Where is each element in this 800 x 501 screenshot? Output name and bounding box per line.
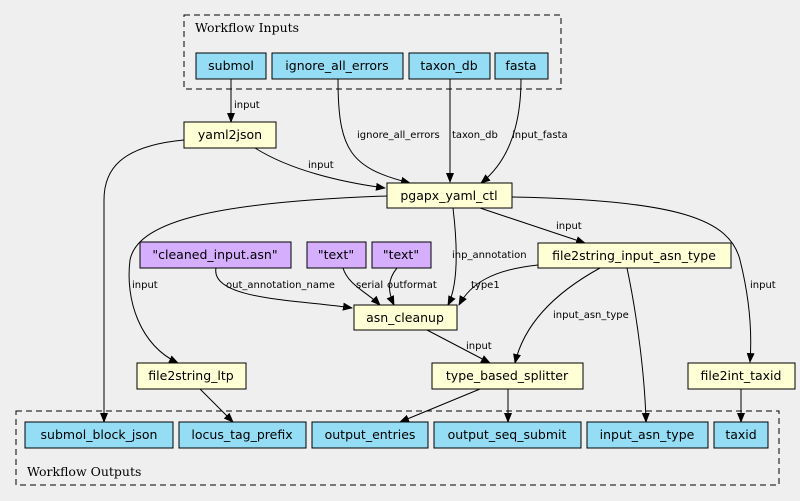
node-cleaned-input-asn[interactable]: "cleaned_input.asn" bbox=[139, 241, 292, 269]
svg-text:type_based_splitter: type_based_splitter bbox=[446, 368, 569, 383]
edge-label: input_asn_type bbox=[553, 310, 629, 321]
svg-text:submol: submol bbox=[208, 58, 254, 73]
edge-label: serial bbox=[356, 280, 383, 291]
node-submol-block-json[interactable]: submol_block_json bbox=[24, 421, 174, 449]
node-file2string-input-asn-type[interactable]: file2string_input_asn_type bbox=[537, 242, 732, 269]
node-type-based-splitter[interactable]: type_based_splitter bbox=[431, 362, 584, 390]
svg-text:pgapx_yaml_ctl: pgapx_yaml_ctl bbox=[400, 188, 497, 203]
svg-text:file2string_input_asn_type: file2string_input_asn_type bbox=[552, 248, 716, 263]
workflow-inputs-cluster: Workflow Inputs bbox=[183, 14, 562, 90]
node-ignore-all-errors[interactable]: ignore_all_errors bbox=[271, 52, 404, 80]
svg-text:submol_block_json: submol_block_json bbox=[41, 427, 158, 442]
node-taxon-db[interactable]: taxon_db bbox=[408, 52, 491, 80]
edge-pgapx-asncleanup: inp_annotation bbox=[447, 207, 527, 306]
edge-label: taxon_db bbox=[452, 130, 498, 141]
svg-text:asn_cleanup: asn_cleanup bbox=[366, 310, 444, 325]
svg-text:output_seq_submit: output_seq_submit bbox=[448, 427, 567, 442]
edge-label: type1 bbox=[471, 280, 500, 291]
svg-text:yaml2json: yaml2json bbox=[198, 127, 262, 142]
node-file2int-taxid[interactable]: file2int_taxid bbox=[687, 362, 796, 390]
edge-label: ignore_all_errors bbox=[357, 130, 440, 141]
node-input-asn-type[interactable]: input_asn_type bbox=[586, 421, 709, 449]
edge-file2string-inputasntype bbox=[626, 267, 650, 423]
edge-file2string-typesplitter: input_asn_type bbox=[513, 267, 629, 364]
edge-file2string-asncleanup: type1 bbox=[458, 264, 539, 306]
edge-yaml2json-pgapx: input bbox=[254, 147, 386, 191]
svg-text:"cleaned_input.asn": "cleaned_input.asn" bbox=[152, 247, 277, 262]
edge-label: input bbox=[750, 280, 776, 291]
node-pgapx-yaml-ctl[interactable]: pgapx_yaml_ctl bbox=[386, 182, 513, 209]
svg-text:input_asn_type: input_asn_type bbox=[600, 427, 695, 442]
svg-text:taxid: taxid bbox=[725, 427, 756, 442]
edge-text1-asncleanup: serial bbox=[342, 267, 383, 306]
svg-text:locus_tag_prefix: locus_tag_prefix bbox=[191, 427, 292, 442]
node-text-serial[interactable]: "text" bbox=[306, 241, 367, 269]
node-output-seq-submit[interactable]: output_seq_submit bbox=[433, 421, 582, 449]
edge-pgapx-file2inttaxid: input bbox=[511, 196, 776, 363]
edge-label: input bbox=[466, 341, 492, 352]
workflow-inputs-label: Workflow Inputs bbox=[195, 20, 299, 35]
svg-text:taxon_db: taxon_db bbox=[420, 58, 477, 73]
edge-taxondb-pgapx: taxon_db bbox=[446, 79, 498, 183]
node-taxid[interactable]: taxid bbox=[713, 421, 769, 449]
svg-text:file2int_taxid: file2int_taxid bbox=[701, 368, 782, 383]
svg-text:fasta: fasta bbox=[505, 58, 536, 73]
edge-yaml2json-submolblock bbox=[100, 139, 185, 423]
edge-label: input_fasta bbox=[512, 130, 568, 141]
edge-label: input bbox=[132, 280, 158, 291]
edge-label: input bbox=[234, 100, 260, 111]
edge-asncleanup-typesplitter: input bbox=[426, 329, 492, 364]
edge-ignore-pgapx: ignore_all_errors bbox=[337, 78, 440, 185]
edge-label: inp_annotation bbox=[452, 250, 527, 261]
edge-text2-asncleanup: outformat bbox=[386, 267, 437, 306]
edge-pgapx-file2string: input bbox=[479, 207, 586, 244]
workflow-outputs-cluster: Workflow Outputs bbox=[15, 410, 780, 486]
node-locus-tag-prefix[interactable]: locus_tag_prefix bbox=[178, 421, 307, 449]
edge-label: outformat bbox=[387, 280, 437, 291]
edge-label: input bbox=[308, 160, 334, 171]
edge-fasta-pgapx: input_fasta bbox=[480, 78, 568, 184]
edge-cleaned-asncleanup: out_annotation_name bbox=[215, 267, 353, 311]
edge-ltp-locustagprefix bbox=[199, 388, 234, 423]
edge-label: input bbox=[556, 221, 582, 232]
svg-text:"text": "text" bbox=[383, 247, 419, 262]
edge-typesplitter-outputentries bbox=[399, 388, 481, 423]
node-submol[interactable]: submol bbox=[195, 52, 267, 80]
svg-text:output_entries: output_entries bbox=[325, 427, 416, 442]
edge-pgapx-file2stringltp: input bbox=[128, 195, 388, 364]
edge-label: out_annotation_name bbox=[226, 280, 335, 291]
node-asn-cleanup[interactable]: asn_cleanup bbox=[353, 304, 458, 331]
node-text-outformat[interactable]: "text" bbox=[371, 241, 432, 269]
svg-text:ignore_all_errors: ignore_all_errors bbox=[285, 58, 388, 73]
node-fasta[interactable]: fasta bbox=[494, 52, 549, 80]
svg-text:file2string_ltp: file2string_ltp bbox=[148, 368, 233, 383]
workflow-outputs-label: Workflow Outputs bbox=[27, 464, 141, 479]
node-yaml2json[interactable]: yaml2json bbox=[183, 121, 277, 149]
node-file2string-ltp[interactable]: file2string_ltp bbox=[136, 362, 247, 390]
node-output-entries[interactable]: output_entries bbox=[311, 421, 429, 449]
svg-text:"text": "text" bbox=[318, 247, 354, 262]
edge-submol-yaml2json: input bbox=[227, 79, 260, 123]
